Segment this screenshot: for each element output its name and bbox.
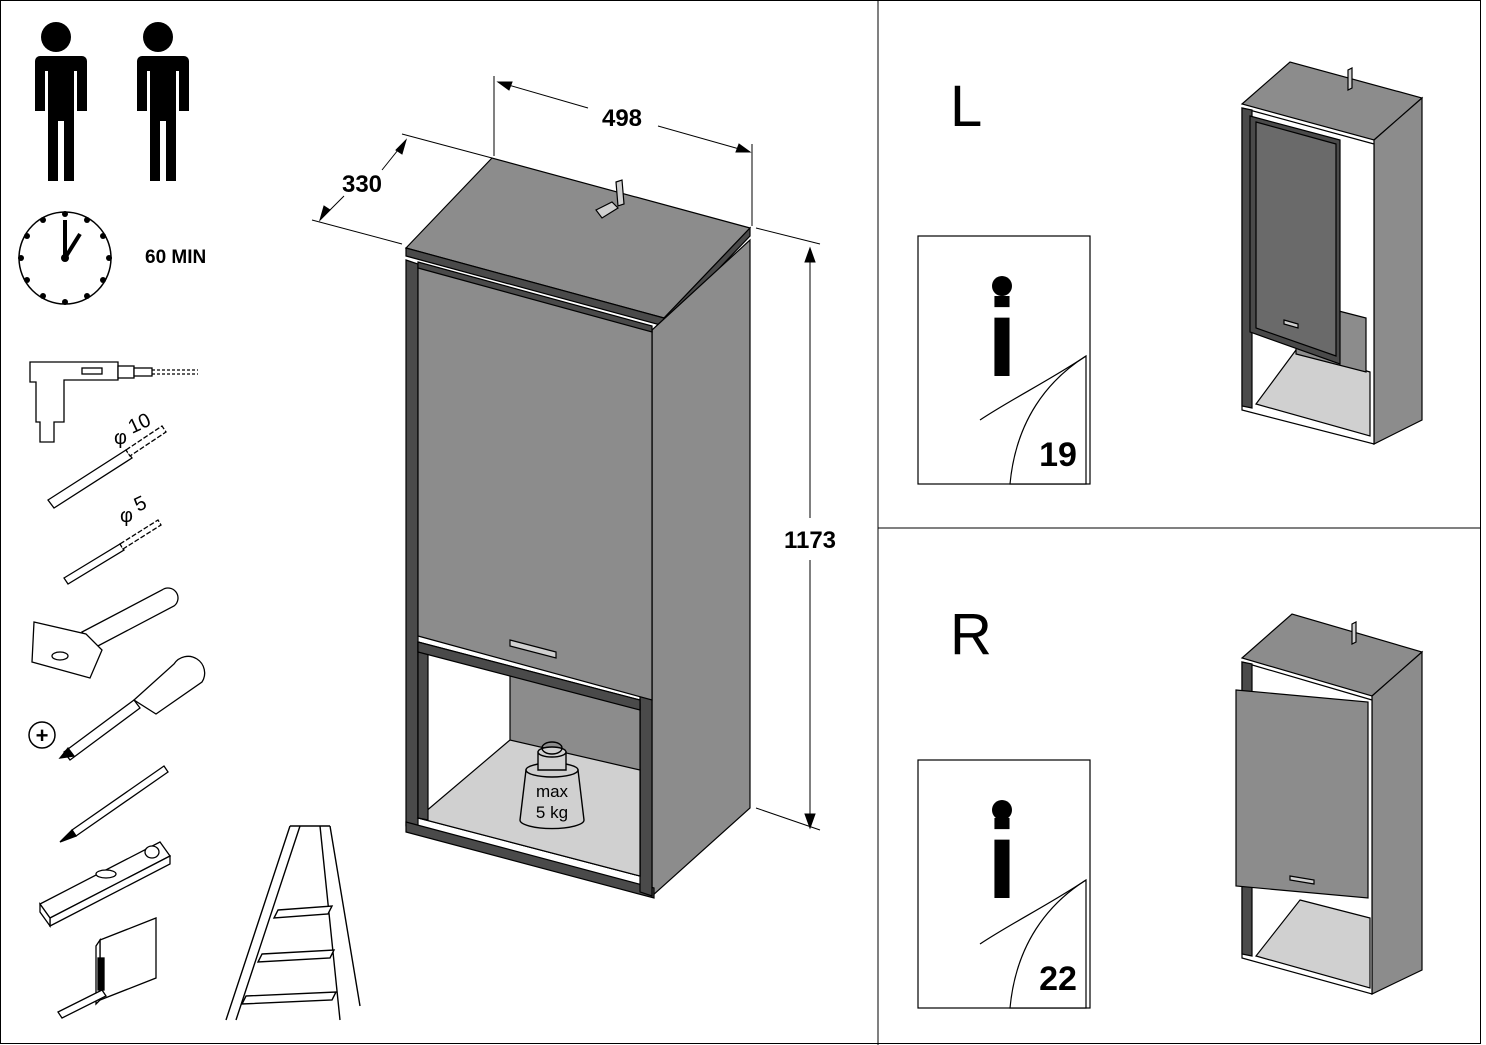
weight-icon [519, 741, 585, 830]
cabinet-illustration [404, 157, 752, 899]
svg-text:+: + [36, 723, 49, 748]
variant-letter-left: L [950, 74, 982, 139]
screwdriver-icon [58, 655, 206, 761]
person-icon [132, 22, 189, 181]
drill-bit-diameter-symbol: φ [114, 427, 127, 449]
height-dimension: 1173 [784, 527, 836, 554]
drill-bit-icon [63, 519, 162, 585]
svg-text:19: 19 [1039, 436, 1077, 474]
person-icon [30, 22, 87, 181]
svg-text:i: i [987, 277, 1018, 400]
phillips-symbol: + [28, 721, 56, 749]
weight-value-label: 5 kg [536, 803, 568, 822]
drill-bit-icon [47, 425, 167, 509]
cabinet-right-variant [1235, 613, 1424, 995]
ladder-icon [225, 825, 361, 1021]
drill-bit-size-small: 5 [131, 492, 150, 517]
clock-icon [18, 211, 112, 305]
depth-dimension: 330 [342, 171, 382, 198]
hammer-icon [31, 587, 179, 679]
pencil-icon [59, 765, 169, 843]
spirit-level-icon [39, 841, 171, 929]
cabinet-left-variant [1240, 61, 1424, 445]
svg-text:i: i [987, 799, 1018, 922]
weight-max-label: max [536, 782, 569, 801]
svg-text:22: 22 [1039, 960, 1077, 998]
variant-letter-right: R [950, 602, 992, 667]
width-dimension: 498 [602, 105, 642, 132]
assembly-time: 60 MIN [145, 247, 206, 268]
info-icon: i 22 [917, 759, 1091, 1009]
info-icon: i 19 [917, 235, 1091, 485]
dimension-lines [311, 76, 821, 831]
drill-icon [29, 361, 198, 443]
drill-bit-diameter-symbol: φ [120, 505, 133, 527]
tape-measure-icon [57, 917, 157, 1019]
